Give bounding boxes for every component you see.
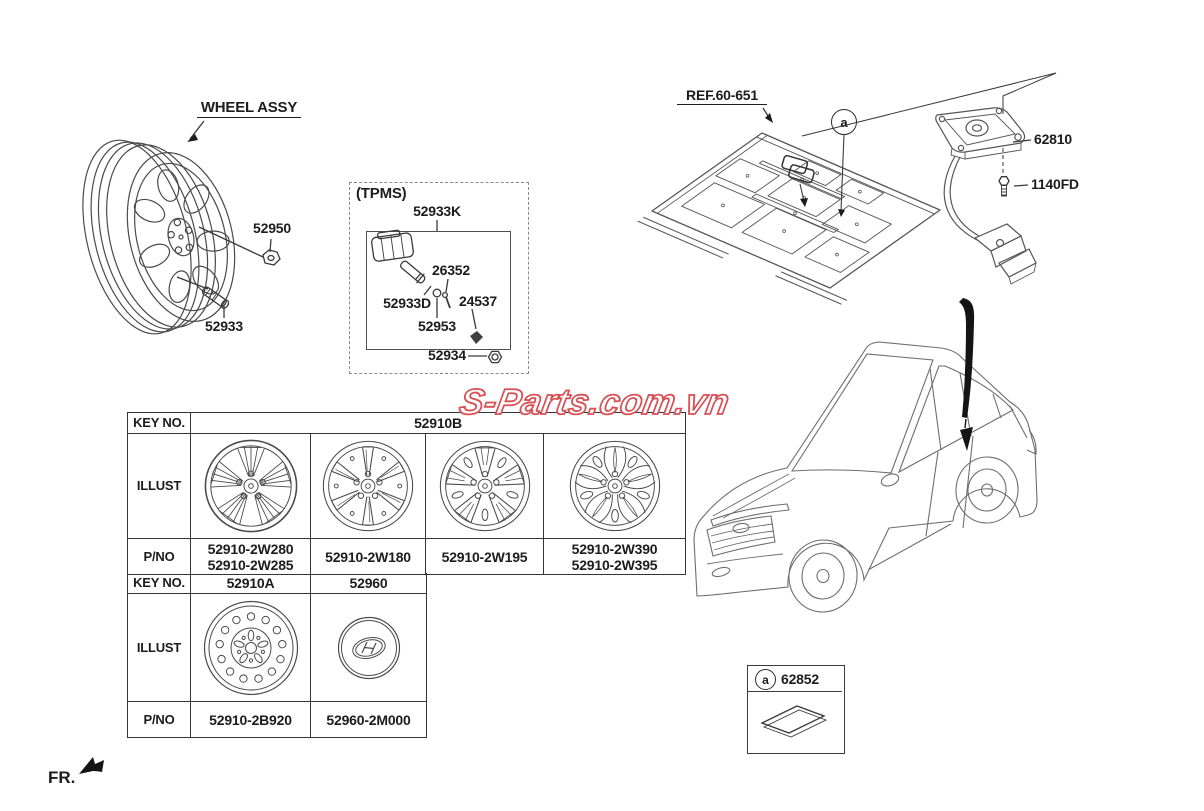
- pno-cell: 52910-2W390 52910-2W395: [544, 539, 685, 574]
- key-no-header: KEY NO.: [128, 413, 191, 434]
- pno-cell: 52910-2B920: [191, 702, 311, 737]
- illust-header: ILLUST: [128, 434, 191, 539]
- part-52950-label: 52950: [253, 220, 291, 236]
- pno-cell: 52960-2M000: [311, 702, 426, 737]
- pno-value: 52910-2B920: [209, 711, 292, 728]
- pno-value: 52910-2W195: [441, 548, 528, 565]
- wheel-cap-illust: [311, 594, 426, 702]
- pno-header: P/NO: [128, 702, 191, 737]
- part-52953-label: 52953: [418, 318, 456, 334]
- pno-cell: 52910-2W195: [426, 539, 544, 574]
- spare-location-arrow: [959, 298, 975, 451]
- rear-floor-panel-drawing: [637, 132, 941, 305]
- wheel-illust-steel: [191, 594, 311, 702]
- key-no-header: KEY NO.: [128, 573, 191, 594]
- pno-value: 52910-2W395: [571, 556, 658, 573]
- wheel-illust-2W390: [544, 434, 685, 539]
- callout-a: a: [831, 109, 857, 135]
- part-52933-label: 52933: [205, 318, 243, 334]
- part-52933D-label: 52933D: [383, 295, 431, 311]
- part-52933K-label: 52933K: [413, 203, 461, 219]
- watermark: S-Parts.com.vn: [456, 380, 734, 422]
- wheel-table-section1: KEY NO. 52910B ILLUST P/NO 52910-2W280 5…: [127, 412, 686, 575]
- pno-value: 52910-2W280: [207, 540, 294, 557]
- illust-header: ILLUST: [128, 594, 191, 702]
- part-26352-label: 26352: [432, 262, 470, 278]
- pad-box-divider: [748, 691, 842, 692]
- tpms-kit-box: [366, 231, 511, 350]
- pno-cell: 52910-2W180: [311, 539, 426, 574]
- part-52934-label: 52934: [428, 347, 466, 363]
- wheel-illust-2W195: [426, 434, 544, 539]
- part-62852-label: 62852: [781, 671, 819, 687]
- wheel-table-section2: KEY NO. 52910A 52960 ILLUST P/NO 52910-2…: [127, 573, 427, 738]
- part-1140FD-label: 1140FD: [1031, 176, 1079, 192]
- pno-cell: 52910-2W280 52910-2W285: [191, 539, 311, 574]
- tpms-group-box: [349, 182, 529, 374]
- pno-value: 52910-2W390: [571, 540, 658, 557]
- key-no-52960: 52960: [311, 573, 426, 594]
- tpms-title: (TPMS): [356, 185, 407, 202]
- key-no-52910A: 52910A: [191, 573, 311, 594]
- wheel-assembly-drawing: [82, 139, 236, 335]
- front-marker-label: FR.: [48, 768, 76, 787]
- pno-value: 52960-2M000: [326, 711, 411, 728]
- wheel-illust-2W280: [191, 434, 311, 539]
- ref-60-651-label: REF.60-651: [677, 87, 767, 105]
- part-24537-label: 24537: [459, 293, 497, 309]
- front-direction-arrow: [79, 757, 104, 774]
- pno-header: P/NO: [128, 539, 191, 574]
- callout-a-pad: a: [755, 669, 776, 690]
- wheel-assy-label: WHEEL ASSY: [197, 99, 301, 118]
- part-62810-label: 62810: [1034, 131, 1072, 147]
- watermark-text: S-Parts.com.vn: [457, 381, 733, 422]
- wheel-illust-2W180: [311, 434, 426, 539]
- key-no-52910B: 52910B: [191, 413, 685, 434]
- pno-value: 52910-2W180: [325, 548, 411, 565]
- pad-62852-box: [747, 665, 845, 754]
- pno-value: 52910-2W285: [207, 556, 294, 573]
- vehicle-drawing: [693, 298, 1038, 613]
